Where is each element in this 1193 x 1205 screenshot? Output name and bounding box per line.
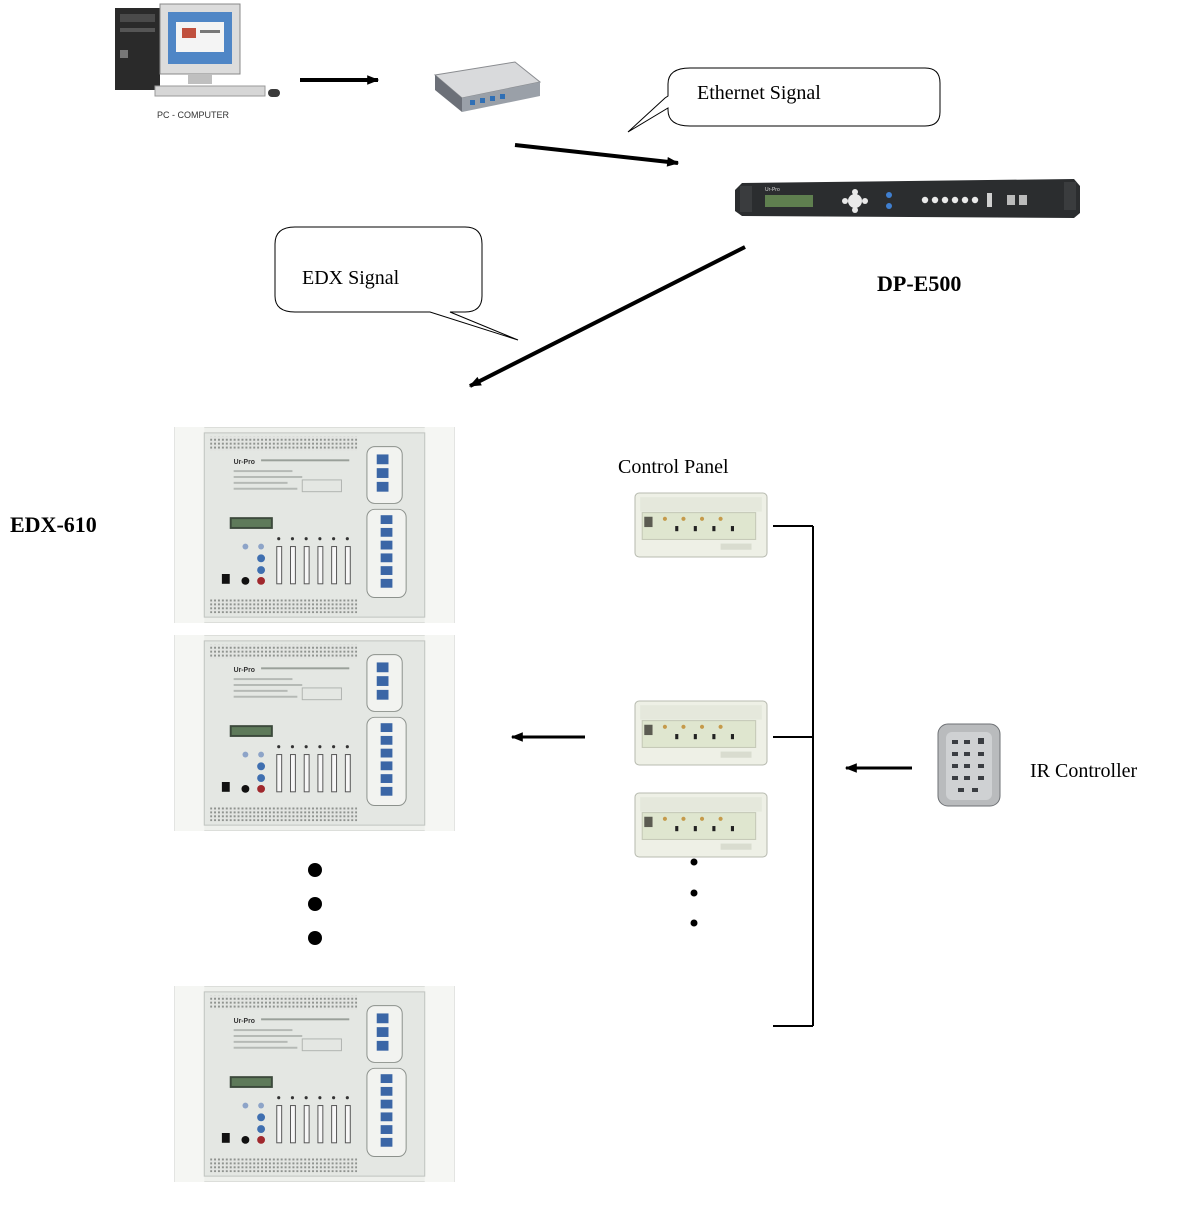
edx-610-dimmer-cabinet: [174, 986, 455, 1182]
ethernet-signal-callout: [627, 67, 941, 133]
panel-ellipsis: [690, 858, 698, 927]
dimmer-ellipsis: [308, 863, 322, 945]
control-panel-icon: [634, 700, 768, 766]
edx-610-label: EDX-610: [10, 512, 97, 537]
ethernet-signal-label: Ethernet Signal: [697, 82, 821, 104]
control-panel-icon: [634, 492, 768, 558]
edx-610-dimmer-cabinet: [174, 635, 455, 831]
ir-remote-icon: [937, 723, 1001, 807]
dp-e500-rack-unit-icon: Ur-Pro: [735, 179, 1080, 218]
pc-computer-icon: [115, 3, 280, 97]
control-panel-label: Control Panel: [618, 456, 729, 478]
network-switch-icon: [433, 61, 542, 112]
panel-bus-bracket: [773, 525, 814, 1027]
edx-signal-callout: [274, 226, 519, 341]
ir-controller-label: IR Controller: [1030, 760, 1138, 782]
pc-caption: PC - COMPUTER: [157, 110, 230, 120]
svg-text:Ur-Pro: Ur-Pro: [765, 187, 780, 193]
arrow-switch-to-dp-e500: [514, 143, 680, 167]
edx-signal-label: EDX Signal: [302, 267, 400, 289]
dp-e500-label: DP-E500: [877, 271, 961, 296]
control-panel-icon: [634, 792, 768, 858]
arrow-dp-e500-to-edx: [468, 245, 746, 388]
edx-610-dimmer-cabinet: [174, 427, 455, 623]
